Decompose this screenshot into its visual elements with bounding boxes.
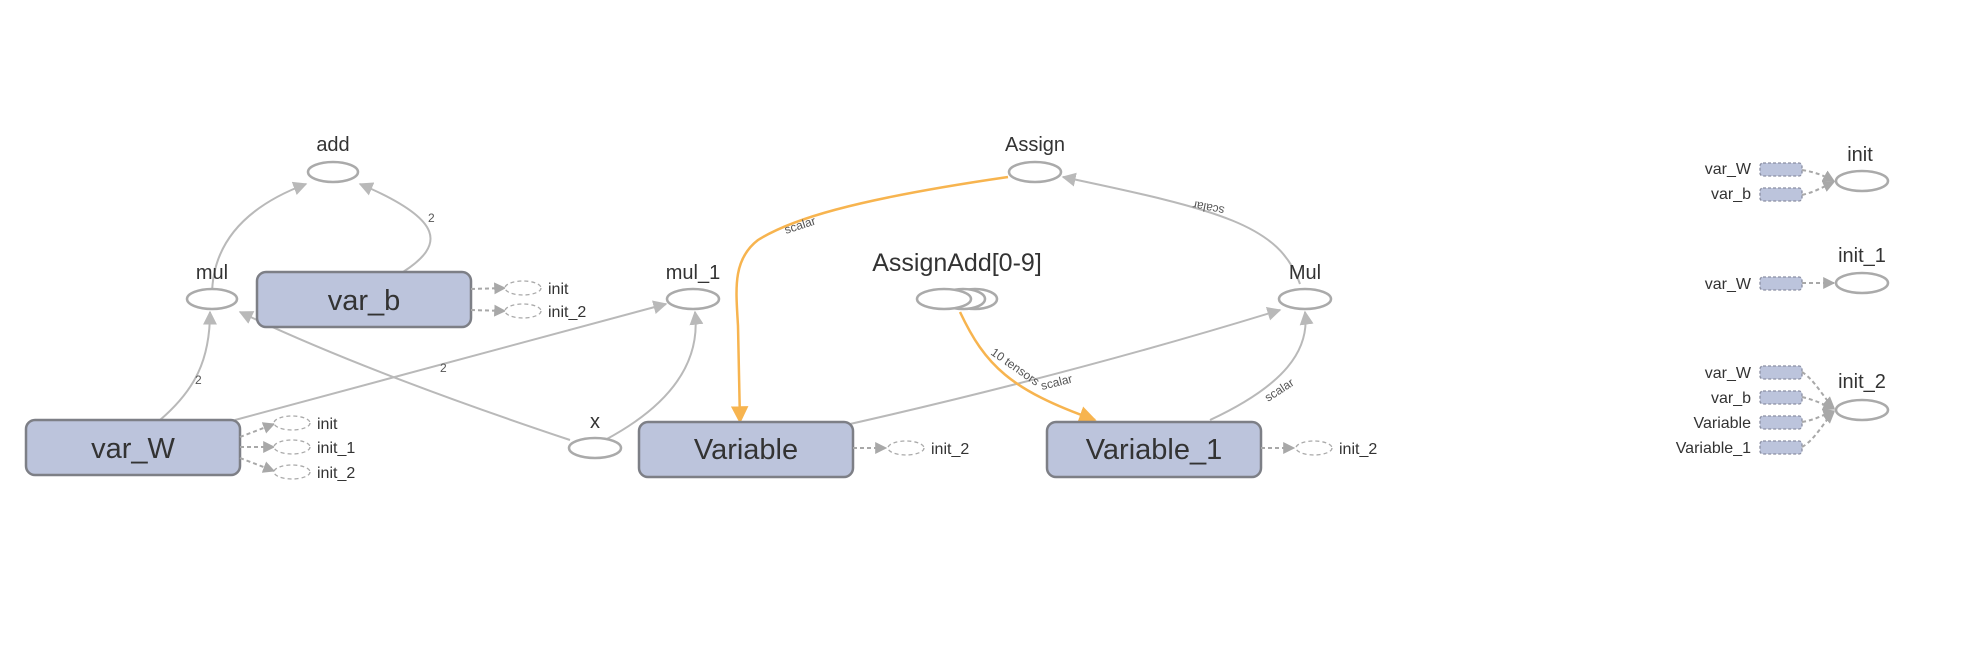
edge-label-mul-assign: scalar — [1191, 198, 1225, 218]
aux-input-label: var_b — [1711, 390, 1751, 407]
aux-panel: init var_W var_b init_1 var_W init_2 var… — [1676, 144, 1890, 457]
init-stubs-variable: init_2 — [853, 440, 969, 458]
aux-node-init-2[interactable]: init_2 var_W var_b Variable Variable_1 — [1676, 365, 1890, 457]
edge-x-to-mul-1[interactable] — [604, 310, 704, 441]
init-stubs-var-b: init init_2 — [470, 280, 586, 321]
init-stub-node[interactable] — [273, 415, 311, 431]
edge-label-var-w-mul: 2 — [195, 373, 202, 387]
init-stub-node[interactable] — [887, 440, 925, 456]
op-node-mul-1[interactable]: mul_1 — [665, 262, 721, 311]
op-label-assign: Assign — [1005, 134, 1065, 156]
aux-node-init-1[interactable]: init_1 var_W — [1705, 245, 1890, 295]
aux-input-label: var_W — [1705, 161, 1752, 178]
init-stubs-variable-1: init_2 — [1261, 440, 1377, 458]
init-stub-label: init_1 — [317, 440, 355, 457]
aux-input-label: Variable — [1693, 415, 1751, 432]
variable-label-var-w: var_W — [91, 433, 175, 465]
variable-node-var-b[interactable]: var_b — [255, 270, 473, 329]
op-node-mul[interactable]: mul — [185, 262, 239, 311]
op-node-add[interactable]: add — [306, 134, 360, 184]
edge-mul-to-add[interactable] — [211, 181, 308, 297]
init-stubs-var-w: init init_1 init_2 — [239, 415, 355, 482]
aux-node-init[interactable]: init var_W var_b — [1705, 144, 1890, 203]
aux-input-label: var_b — [1711, 186, 1751, 203]
aux-input-label: Variable_1 — [1676, 440, 1751, 457]
variable-node-variable-1[interactable]: Variable_1 — [1045, 420, 1263, 479]
edge-var-b-to-add[interactable] — [358, 182, 432, 273]
edge-var-w-to-mul-1[interactable] — [234, 300, 668, 421]
init-stub-label: init — [548, 281, 569, 298]
init-stub-node[interactable] — [273, 439, 311, 455]
init-stub-node[interactable] — [273, 464, 311, 480]
op-node-x[interactable]: x — [567, 411, 623, 460]
edge-assign-to-variable[interactable] — [730, 175, 1009, 424]
init-stub-label: init — [317, 416, 338, 433]
edge-assignadd-to-variable-1[interactable] — [958, 311, 1097, 424]
aux-title: init_2 — [1838, 371, 1886, 393]
aux-input-chip[interactable] — [1759, 276, 1803, 291]
aux-input-chip[interactable] — [1759, 440, 1803, 455]
init-stub-label: init_2 — [1339, 441, 1377, 458]
op-node-assign[interactable]: Assign — [1005, 134, 1065, 184]
edge-label-variable-1-mul: scalar — [1262, 375, 1296, 404]
init-stub-label: init_2 — [931, 441, 969, 458]
variable-node-var-w[interactable]: var_W — [24, 418, 242, 477]
edge-variable-to-mul[interactable] — [849, 307, 1282, 425]
op-label-add: add — [316, 134, 349, 156]
variable-label-variable-1: Variable_1 — [1086, 434, 1223, 466]
aux-title: init_1 — [1838, 245, 1886, 267]
aux-input-chip[interactable] — [1759, 415, 1803, 430]
edge-variable-1-to-mul[interactable] — [1209, 310, 1314, 421]
init-stub-label: init_2 — [548, 304, 586, 321]
edge-label-assign-variable: scalar — [783, 214, 818, 237]
edge-label-var-b-add: 2 — [428, 211, 435, 225]
op-label-x: x — [590, 411, 600, 433]
aux-title: init — [1847, 144, 1873, 166]
init-stub-node[interactable] — [504, 280, 542, 296]
op-label-assignadd: AssignAdd[0-9] — [872, 249, 1042, 277]
init-stub-node[interactable] — [504, 303, 542, 319]
variable-node-variable[interactable]: Variable — [637, 420, 855, 479]
op-label-mul: mul — [196, 262, 228, 284]
op-label-mul-cap: Mul — [1289, 262, 1321, 284]
init-stub-label: init_2 — [317, 465, 355, 482]
aux-input-label: var_W — [1705, 276, 1752, 293]
aux-input-chip[interactable] — [1759, 187, 1803, 202]
edge-mul-to-assign[interactable] — [1061, 172, 1301, 285]
init-stub-node[interactable] — [1295, 440, 1333, 456]
op-node-assignadd-series[interactable]: AssignAdd[0-9] — [872, 249, 1042, 311]
aux-input-chip[interactable] — [1759, 390, 1803, 405]
edge-var-w-to-mul[interactable] — [159, 310, 217, 421]
op-node-mul-cap[interactable]: Mul — [1277, 262, 1333, 311]
aux-input-chip[interactable] — [1759, 162, 1803, 177]
edge-label-variable-mul: scalar — [1039, 372, 1073, 393]
variable-label-var-b: var_b — [328, 285, 401, 317]
aux-input-chip[interactable] — [1759, 365, 1803, 380]
edge-label-var-w-mul-1: 2 — [440, 361, 447, 375]
variable-label-variable: Variable — [694, 434, 798, 466]
op-label-mul-1: mul_1 — [666, 262, 720, 284]
aux-input-label: var_W — [1705, 365, 1752, 382]
